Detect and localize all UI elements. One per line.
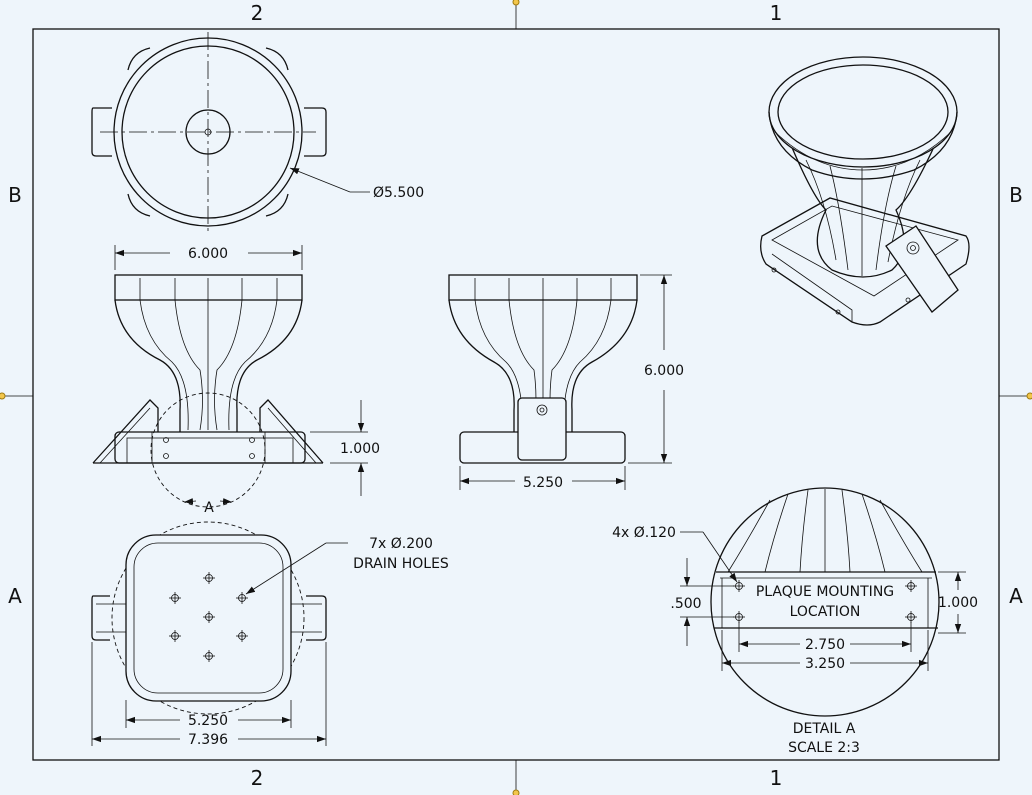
detail-title-line2: SCALE 2:3 [788, 740, 860, 756]
plaque-label-line1: PLAQUE MOUNTING [756, 584, 894, 600]
zone-label-left-a: A [8, 584, 22, 608]
front-view-width-label: 6.000 [188, 246, 228, 262]
side-view [448, 274, 672, 490]
bottom-view [91, 521, 348, 746]
zone-label-top-1: 1 [770, 1, 783, 25]
isometric-view [760, 56, 970, 326]
zone-label-bottom-1: 1 [770, 766, 783, 790]
detail-a-view [680, 487, 966, 717]
zone-label-top-2: 2 [251, 1, 264, 25]
drain-holes-note-line1: 7x Ø.200 [369, 536, 433, 552]
front-view-base-height-label: 1.000 [340, 441, 380, 457]
plaque-label-line2: LOCATION [790, 604, 861, 620]
side-view-width-label: 5.250 [523, 475, 563, 491]
top-view [91, 32, 370, 232]
detail-plaque-width-label: 3.250 [805, 656, 845, 672]
zone-label-left-b: B [8, 183, 22, 207]
detail-a-marker: A [204, 500, 214, 516]
front-view [92, 245, 368, 508]
detail-hole-spacing-h-label: 2.750 [805, 637, 845, 653]
side-view-height-label: 6.000 [644, 363, 684, 379]
zone-label-right-a: A [1009, 584, 1023, 608]
detail-plaque-height-label: 1.000 [938, 595, 978, 611]
drain-holes-note-line2: DRAIN HOLES [353, 556, 449, 572]
top-view-diameter-label: Ø5.500 [373, 185, 424, 201]
bottom-view-inner-width-label: 5.250 [188, 713, 228, 729]
zone-label-bottom-2: 2 [251, 766, 264, 790]
detail-title-line1: DETAIL A [793, 721, 856, 737]
detail-holes-label: 4x Ø.120 [612, 525, 676, 541]
detail-hole-spacing-v-label: .500 [670, 596, 701, 612]
zone-label-right-b: B [1009, 183, 1023, 207]
bottom-view-outer-width-label: 7.396 [188, 732, 228, 748]
